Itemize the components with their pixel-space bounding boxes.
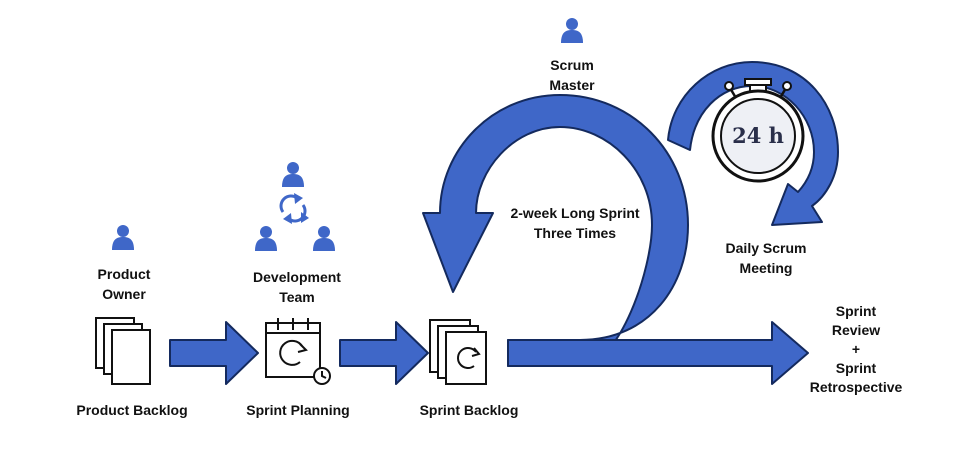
document-cycle-icon [429,319,487,385]
person-icon [112,225,134,250]
calendar-cycle-clock-icon [265,318,331,385]
sprint-loop-label: 2-week Long Sprint Three Times [510,205,640,241]
sprint-backlog-label: Sprint Backlog [419,402,519,418]
arrow-planning-to-sprint-backlog [339,321,429,385]
document-stack-icon [95,317,151,385]
person-icon [313,226,335,251]
sprint-review-retrospective-label: Sprint Review + Sprint Retrospective [809,303,903,395]
stopwatch-icon: 24 h [711,78,805,183]
arrow-to-review [507,321,809,385]
person-icon [255,226,277,251]
daily-scrum-label: Daily Scrum Meeting [725,240,807,276]
product-owner-label: Product Owner [97,266,151,302]
development-team-label: Development Team [253,269,341,305]
sprint-planning-label: Sprint Planning [246,402,350,418]
cycle-arrows-icon [279,193,309,224]
arrow-backlog-to-planning [169,321,259,385]
sprint-loop-arrow [422,94,689,367]
person-icon [561,18,583,43]
product-backlog-label: Product Backlog [76,402,188,418]
timer-label: 24 h [732,123,784,148]
person-icon [282,162,304,187]
scrum-master-label: Scrum Master [549,57,595,93]
